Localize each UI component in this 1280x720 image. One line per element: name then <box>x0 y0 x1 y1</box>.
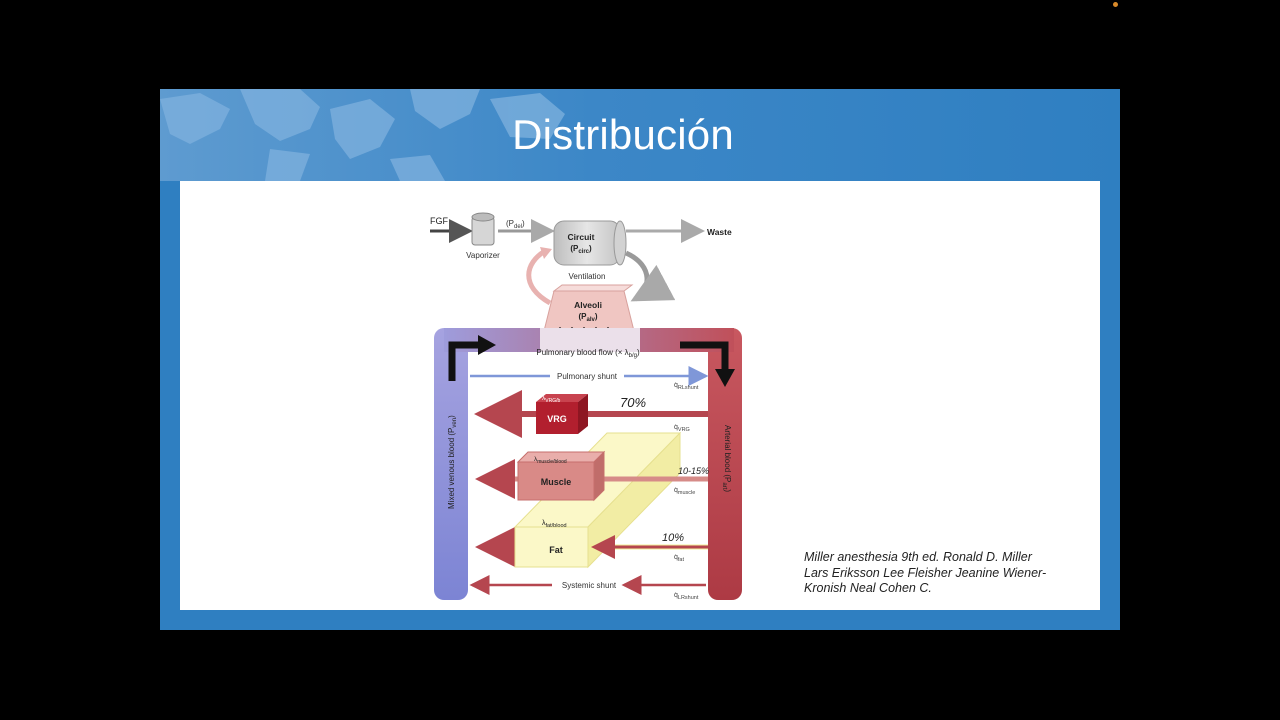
alveoli-p-label: (Palv) <box>578 312 597 323</box>
q-vrg-label: q̇VRG <box>674 424 690 433</box>
lambda-vrg-label: λVRG/b <box>542 395 560 404</box>
slide-title: Distribución <box>512 111 734 158</box>
ventilation-arrow-up <box>526 248 552 306</box>
flow-direction-arrow-left <box>448 341 480 381</box>
mixed-venous-blood-label: Mixed venous blood (Pven) <box>447 415 458 509</box>
handwritten-vrg-percent: 70% <box>620 395 646 410</box>
circuit-cylinder <box>553 220 627 266</box>
anesthetic-distribution-diagram: FGF Vaporizer (Pdel) Circuit (Pcirc) Was… <box>430 212 742 601</box>
vrg-label: VRG <box>547 414 567 424</box>
fgf-label: FGF <box>430 216 448 226</box>
recording-indicator-dot <box>1113 2 1118 7</box>
pdel-label: (Pdel) <box>506 219 525 230</box>
q-muscle-label: q̇muscle <box>674 487 695 496</box>
lambda-fat-label: λfat/blood <box>542 520 567 529</box>
q-fat-label: q̇fat <box>674 554 684 563</box>
lambda-muscle-label: λmuscle/blood <box>534 456 567 465</box>
fat-box <box>514 526 589 568</box>
ventilation-label: Ventilation <box>569 272 606 281</box>
pulmonary-blood-flow-label: Pulmonary blood flow (× λb/g) <box>536 348 640 359</box>
flow-direction-arrow-right <box>680 341 729 371</box>
world-map-background <box>160 89 1120 181</box>
mixed-venous-limb <box>434 328 468 600</box>
handwritten-muscle-percent: 10-15% <box>678 466 709 476</box>
waste-label: Waste <box>707 227 732 237</box>
vrg-box <box>536 394 588 434</box>
muscle-label: Muscle <box>541 477 572 487</box>
handwritten-fat-percent: 10% <box>662 532 684 544</box>
content-panel: FGF Vaporizer (Pdel) Circuit (Pcirc) Was… <box>180 181 1100 610</box>
arterial-blood-label: Arterial blood (Part) <box>721 425 732 492</box>
pulmonary-band-center <box>540 328 640 352</box>
ventilation-arrow-down <box>624 250 676 302</box>
alveoli-label: Alveoli <box>574 300 602 310</box>
citation-line: Miller anesthesia 9th ed. Ronald D. Mill… <box>804 550 1032 564</box>
arterial-limb <box>708 328 742 600</box>
ventilation-arrow-up-head <box>540 247 552 259</box>
vaporizer-label: Vaporizer <box>466 251 500 260</box>
citation-line: Kronish Neal Cohen C. <box>804 581 932 595</box>
slide: Distribución <box>160 89 1120 630</box>
circuit-p-label: (Pcirc) <box>570 244 592 255</box>
q-rl-shunt-label: q̇RLshunt <box>674 382 699 391</box>
citation: Miller anesthesia 9th ed. Ronald D. Mill… <box>804 550 1054 597</box>
muscle-box <box>516 450 606 502</box>
pulmonary-shunt-label: Pulmonary shunt <box>557 372 618 381</box>
citation-line: Lars Eriksson Lee Fleisher Jeanine Wiene… <box>804 565 1047 580</box>
systemic-shunt-label: Systemic shunt <box>562 581 617 590</box>
fat-label: Fat <box>549 545 563 555</box>
q-lr-shunt-label: q̇LRshunt <box>674 592 699 601</box>
vaporizer-icon <box>471 212 495 246</box>
circuit-label: Circuit <box>568 232 595 242</box>
slide-header-banner: Distribución <box>160 89 1120 181</box>
